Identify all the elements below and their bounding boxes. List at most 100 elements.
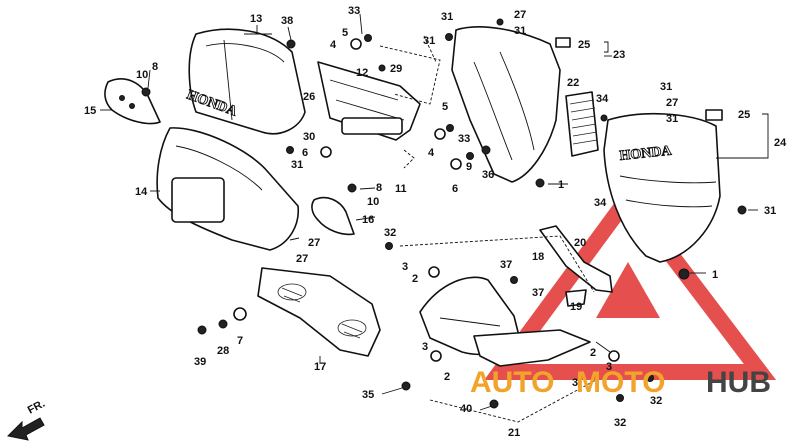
screw-32-right bbox=[646, 374, 654, 382]
cowl-stay-bracket bbox=[317, 61, 421, 141]
bolt-35 bbox=[401, 381, 411, 391]
callout-37-center: 37 bbox=[532, 287, 544, 299]
callout-11: 11 bbox=[395, 183, 407, 195]
callout-3-lower: 3 bbox=[422, 341, 428, 353]
screw-27-top bbox=[496, 18, 504, 26]
front-direction-arrow: FR. bbox=[6, 398, 47, 441]
callout-39: 39 bbox=[194, 356, 206, 368]
callout-1-center: 1 bbox=[558, 179, 564, 191]
callout-12: 12 bbox=[356, 67, 368, 79]
callout-7: 7 bbox=[237, 335, 243, 347]
callout-1-right: 1 bbox=[712, 269, 718, 281]
clip-31-top bbox=[445, 33, 453, 41]
callout-30: 30 bbox=[303, 131, 315, 143]
callout-3-left: 3 bbox=[402, 261, 408, 273]
callout-31-right: 31 bbox=[660, 81, 672, 93]
callout-10-center: 10 bbox=[367, 196, 379, 208]
screw-34-top bbox=[600, 114, 608, 122]
grommet-5-left bbox=[350, 38, 362, 50]
nut-9 bbox=[466, 152, 474, 160]
air-grille bbox=[565, 91, 599, 157]
callout-37-top: 37 bbox=[500, 259, 512, 271]
callout-33-top: 33 bbox=[348, 5, 360, 17]
callout-25-right: 25 bbox=[738, 109, 750, 121]
callout-5-center: 5 bbox=[442, 101, 448, 113]
bolt-8-center bbox=[347, 183, 357, 193]
grommet-2-lower bbox=[430, 350, 442, 362]
bolt-38 bbox=[286, 39, 296, 49]
grommet-7 bbox=[233, 307, 247, 321]
callout-31-far-right: 31 bbox=[764, 205, 776, 217]
grommet-4-center bbox=[434, 128, 446, 140]
callout-31-right2: 31 bbox=[666, 113, 678, 125]
callout-29: 29 bbox=[390, 63, 402, 75]
watermark-moto: MOTO bbox=[576, 366, 665, 399]
front-upper-cowl bbox=[156, 127, 299, 251]
grommet-2-right bbox=[608, 350, 620, 362]
callout-22: 22 bbox=[567, 77, 579, 89]
screw-32-bottom bbox=[616, 394, 624, 402]
callout-25-top: 25 bbox=[578, 39, 590, 51]
inner-side-panel bbox=[311, 196, 355, 236]
callout-5-top: 5 bbox=[342, 27, 348, 39]
grommet-6-center bbox=[450, 158, 462, 170]
watermark-triangle bbox=[484, 184, 777, 380]
callout-38: 38 bbox=[281, 15, 293, 27]
callout-18: 18 bbox=[532, 251, 544, 263]
callout-27-right: 27 bbox=[666, 97, 678, 109]
callout-2-left: 2 bbox=[412, 273, 418, 285]
inner-fairing-panel bbox=[451, 26, 561, 183]
callout-23: 23 bbox=[613, 49, 625, 61]
screw-40 bbox=[489, 399, 499, 409]
windscreen: HONDA bbox=[184, 28, 306, 135]
watermark-hub: HUB bbox=[706, 366, 771, 399]
callout-40: 40 bbox=[460, 403, 472, 415]
nut-1-center bbox=[535, 178, 545, 188]
left-side-panel bbox=[104, 78, 161, 125]
callout-32-left: 32 bbox=[384, 227, 396, 239]
callout-32-right: 32 bbox=[650, 395, 662, 407]
callout-31-left: 31 bbox=[291, 159, 303, 171]
callout-27-left: 27 bbox=[308, 237, 320, 249]
bolt-33-center bbox=[446, 124, 454, 132]
callout-20: 20 bbox=[574, 237, 586, 249]
callout-6-left: 6 bbox=[302, 147, 308, 159]
grommet-6-left bbox=[320, 146, 332, 158]
nut-1-right bbox=[678, 268, 690, 280]
callout-16: 16 bbox=[362, 214, 374, 226]
callout-14: 14 bbox=[135, 186, 148, 198]
callout-34-top: 34 bbox=[596, 93, 609, 105]
lower-cowl-panel bbox=[257, 267, 381, 357]
callout-31-top: 31 bbox=[441, 11, 453, 23]
bolt-30 bbox=[286, 146, 294, 154]
callout-33-center: 33 bbox=[458, 133, 470, 145]
callout-8-left: 8 bbox=[152, 61, 158, 73]
cowl-brand: HONDA bbox=[619, 144, 673, 164]
direction-label: FR. bbox=[26, 398, 47, 417]
callout-8-center: 8 bbox=[376, 182, 382, 194]
callout-27-left2: 27 bbox=[296, 253, 308, 265]
callout-21: 21 bbox=[508, 427, 520, 439]
callout-34-center: 34 bbox=[594, 197, 607, 209]
under-cowl bbox=[419, 276, 591, 367]
callout-17: 17 bbox=[314, 361, 326, 373]
callout-2-lower: 2 bbox=[444, 371, 450, 383]
callout-10-left: 10 bbox=[136, 69, 148, 81]
nut-8-left bbox=[141, 87, 151, 97]
right-side-cowl: HONDA bbox=[603, 113, 721, 263]
nut-28 bbox=[218, 319, 228, 329]
leader-lines bbox=[100, 13, 769, 423]
bolt-33-top bbox=[364, 34, 372, 42]
screw-32-left bbox=[385, 242, 393, 250]
callout-numbers: 13 38 33 5 4 31 31 27 31 25 23 8 10 15 1… bbox=[84, 5, 787, 439]
nut-29 bbox=[378, 64, 386, 72]
cowl-mounting-brackets bbox=[539, 225, 613, 307]
callout-6-center: 6 bbox=[452, 183, 458, 195]
callout-4-center: 4 bbox=[428, 147, 435, 159]
callout-36: 36 bbox=[482, 169, 494, 181]
watermark-auto: AUTO bbox=[470, 366, 554, 399]
tag-25-top bbox=[555, 37, 571, 48]
callout-28: 28 bbox=[217, 345, 229, 357]
watermark-text: AUTO MOTO HUB bbox=[470, 366, 771, 399]
callout-2-right: 2 bbox=[590, 347, 596, 359]
